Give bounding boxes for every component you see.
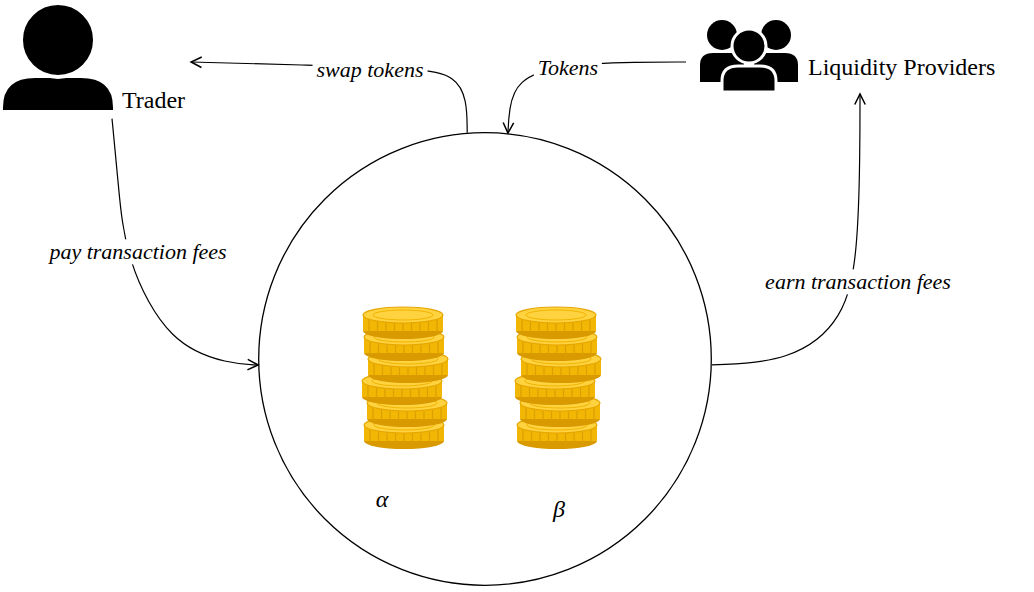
circle-outline — [258, 132, 712, 586]
pool-circle: αβ — [258, 132, 712, 586]
person-head — [21, 3, 95, 77]
coin-ridge — [590, 428, 591, 443]
edge-label: Tokens — [534, 55, 602, 80]
node-label: α — [376, 486, 389, 514]
coin-rim — [526, 310, 586, 320]
coin-ridge — [522, 428, 523, 443]
node-label: β — [553, 496, 565, 524]
provider-icon — [722, 29, 776, 92]
coin-ridge — [437, 428, 438, 443]
trader-icon — [1, 3, 115, 112]
coin-ridge — [373, 362, 374, 377]
coin-ridge — [594, 362, 595, 377]
coin-ridge — [368, 318, 369, 333]
coin-ridge — [526, 362, 527, 377]
node-label: Trader — [122, 87, 185, 115]
coin-rim — [373, 310, 433, 320]
coin — [516, 307, 596, 339]
coin-ridge — [589, 318, 590, 333]
coin-ridge — [590, 340, 591, 355]
coin-ridge — [520, 384, 521, 399]
coin-ridge — [367, 384, 368, 399]
edge-label: earn transaction fees — [761, 269, 955, 294]
coin-ridge — [440, 406, 441, 421]
coin-ridge — [369, 428, 370, 443]
trader-node: Trader — [0, 3, 189, 117]
coin-face — [516, 307, 596, 323]
provider-node: Liquidity Providers — [688, 18, 999, 92]
edge-label: pay transaction fees — [45, 239, 230, 264]
person-body — [1, 76, 115, 112]
coin — [363, 307, 443, 339]
coin-ridge — [369, 340, 370, 355]
coin-ridge — [525, 406, 526, 421]
coin-stack — [515, 307, 601, 449]
coin-ridge — [588, 384, 589, 399]
coin-ridge — [436, 318, 437, 333]
person-body — [722, 66, 776, 92]
coin-ridge — [372, 406, 373, 421]
pool-outline — [259, 133, 712, 586]
person-head — [732, 29, 766, 63]
node-label: Liquidity Providers — [808, 54, 995, 82]
connector — [712, 94, 860, 365]
edge-label: swap tokens — [313, 57, 428, 82]
coin-face — [363, 307, 443, 323]
coin-ridge — [522, 340, 523, 355]
coin-ridge — [593, 406, 594, 421]
coin-ridge — [437, 340, 438, 355]
coin-ridge — [521, 318, 522, 333]
coin-ridge — [441, 362, 442, 377]
coin-ridge — [435, 384, 436, 399]
coin-stack — [362, 307, 448, 449]
